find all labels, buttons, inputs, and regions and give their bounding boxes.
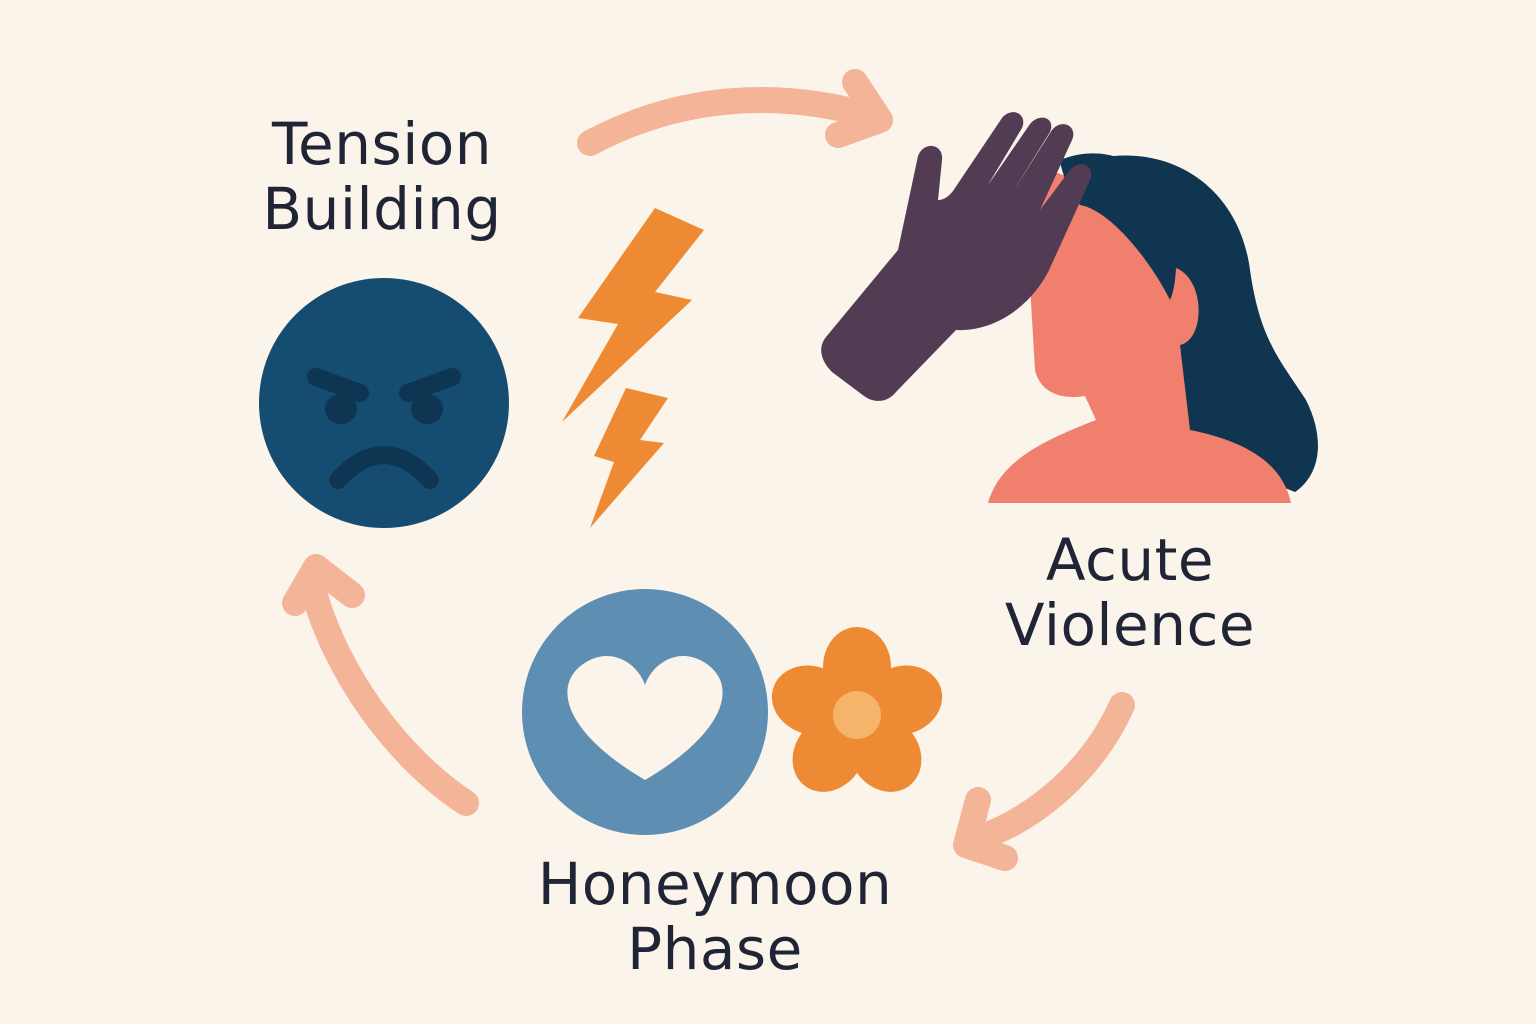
stage-label-tension-building: Tension Building — [232, 112, 532, 242]
arrow-honeymoon-to-tension — [282, 554, 479, 816]
lightning-icon — [562, 208, 704, 528]
stage-label-line: Acute — [1045, 526, 1215, 594]
arrow-acute-to-honeymoon — [953, 692, 1135, 871]
stage-label-line: Honeymoon — [537, 850, 893, 918]
arrow-tension-to-acute — [577, 69, 893, 156]
stage-label-acute-violence: Acute Violence — [980, 528, 1280, 658]
heart-icon — [522, 589, 768, 835]
stage-label-honeymoon-phase: Honeymoon Phase — [500, 852, 930, 982]
stage-label-line: Building — [262, 174, 502, 243]
angry-face-icon — [259, 278, 509, 528]
woman-icon — [988, 153, 1318, 503]
stage-label-line: Violence — [1004, 590, 1256, 659]
stage-label-line: Tension — [271, 110, 493, 178]
hand-icon — [821, 112, 1092, 401]
flower-icon — [771, 627, 943, 792]
stage-label-line: Phase — [627, 914, 803, 983]
